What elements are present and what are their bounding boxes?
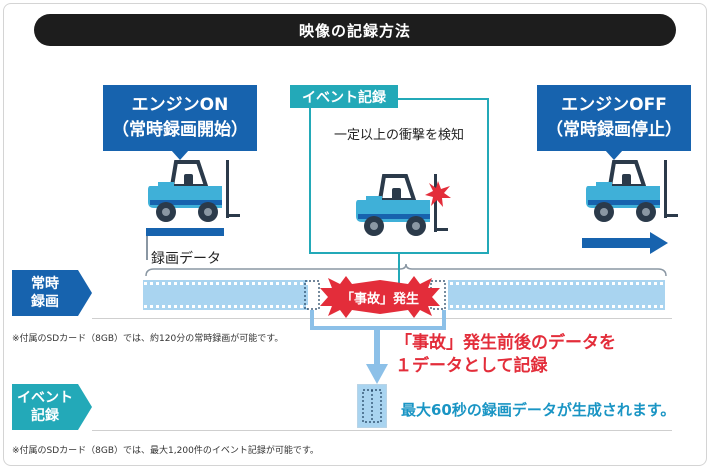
engine-on-callout: エンジンON （常時録画開始） [103,85,257,151]
row-label-event-line1: イベント [17,390,73,406]
engine-on-callout-tail [171,150,189,160]
diagram-title: 映像の記録方法 [34,14,676,46]
row-label-event: イベント 記録 [12,384,78,430]
message-red-line2: １データとして記録 [395,356,548,376]
engine-off-label: エンジンOFF [561,95,667,115]
message-red-line1: 「事故」発生前後のデータを [395,333,616,353]
forklift-icon-start [148,160,240,222]
accident-badge: 「事故」発生 [328,284,432,310]
engine-off-callout: エンジンOFF （常時録画停止） [537,85,691,151]
row-label-event-line2: 記録 [31,408,59,424]
footnote-event: ※付属のSDカード（8GB）では、最大1,200件のイベント記録が可能です。 [12,446,319,456]
row-label-continuous: 常時 録画 [12,270,78,316]
row-label-continuous-shape [12,270,92,316]
forklift-icon-end [586,160,678,222]
forklift-icon-event [356,174,448,236]
event-record-tag: イベント記録 [290,85,398,108]
message-red: 「事故」発生前後のデータを １データとして記録 [395,332,616,378]
recording-start-bar [146,228,224,236]
row-label-continuous-line2: 録画 [31,294,59,310]
event-clip-file [357,384,387,428]
impact-detect-text: 一定以上の衝撃を検知 [333,128,464,143]
recording-start-marker [146,236,148,260]
engine-on-label: エンジンON [131,95,229,115]
engine-off-sublabel: （常時録画停止） [546,120,682,140]
event-baseline [92,430,672,431]
engine-on-sublabel: （常時録画開始） [112,120,248,140]
recording-continue-arrow [582,232,668,254]
forklift-icon-event-shape [356,174,448,236]
engine-off-callout-tail [605,150,623,160]
footnote-continuous: ※付属のSDカード（8GB）では、約120分の常時録画が可能です。 [12,334,284,344]
tape-baseline [92,318,672,319]
forklift-icon-start-shape [148,160,240,222]
row-label-continuous-line1: 常時 [31,276,59,292]
message-teal: 最大60秒の録画データが生成されます。 [401,401,676,419]
impact-burst-icon [425,181,451,207]
event-connector-line [398,254,400,284]
clip-extract-arrow [310,310,446,384]
recording-bracket [145,264,667,277]
recording-data-label: 録画データ [151,251,221,267]
forklift-icon-end-shape [586,160,678,222]
row-label-event-shape [12,384,92,430]
